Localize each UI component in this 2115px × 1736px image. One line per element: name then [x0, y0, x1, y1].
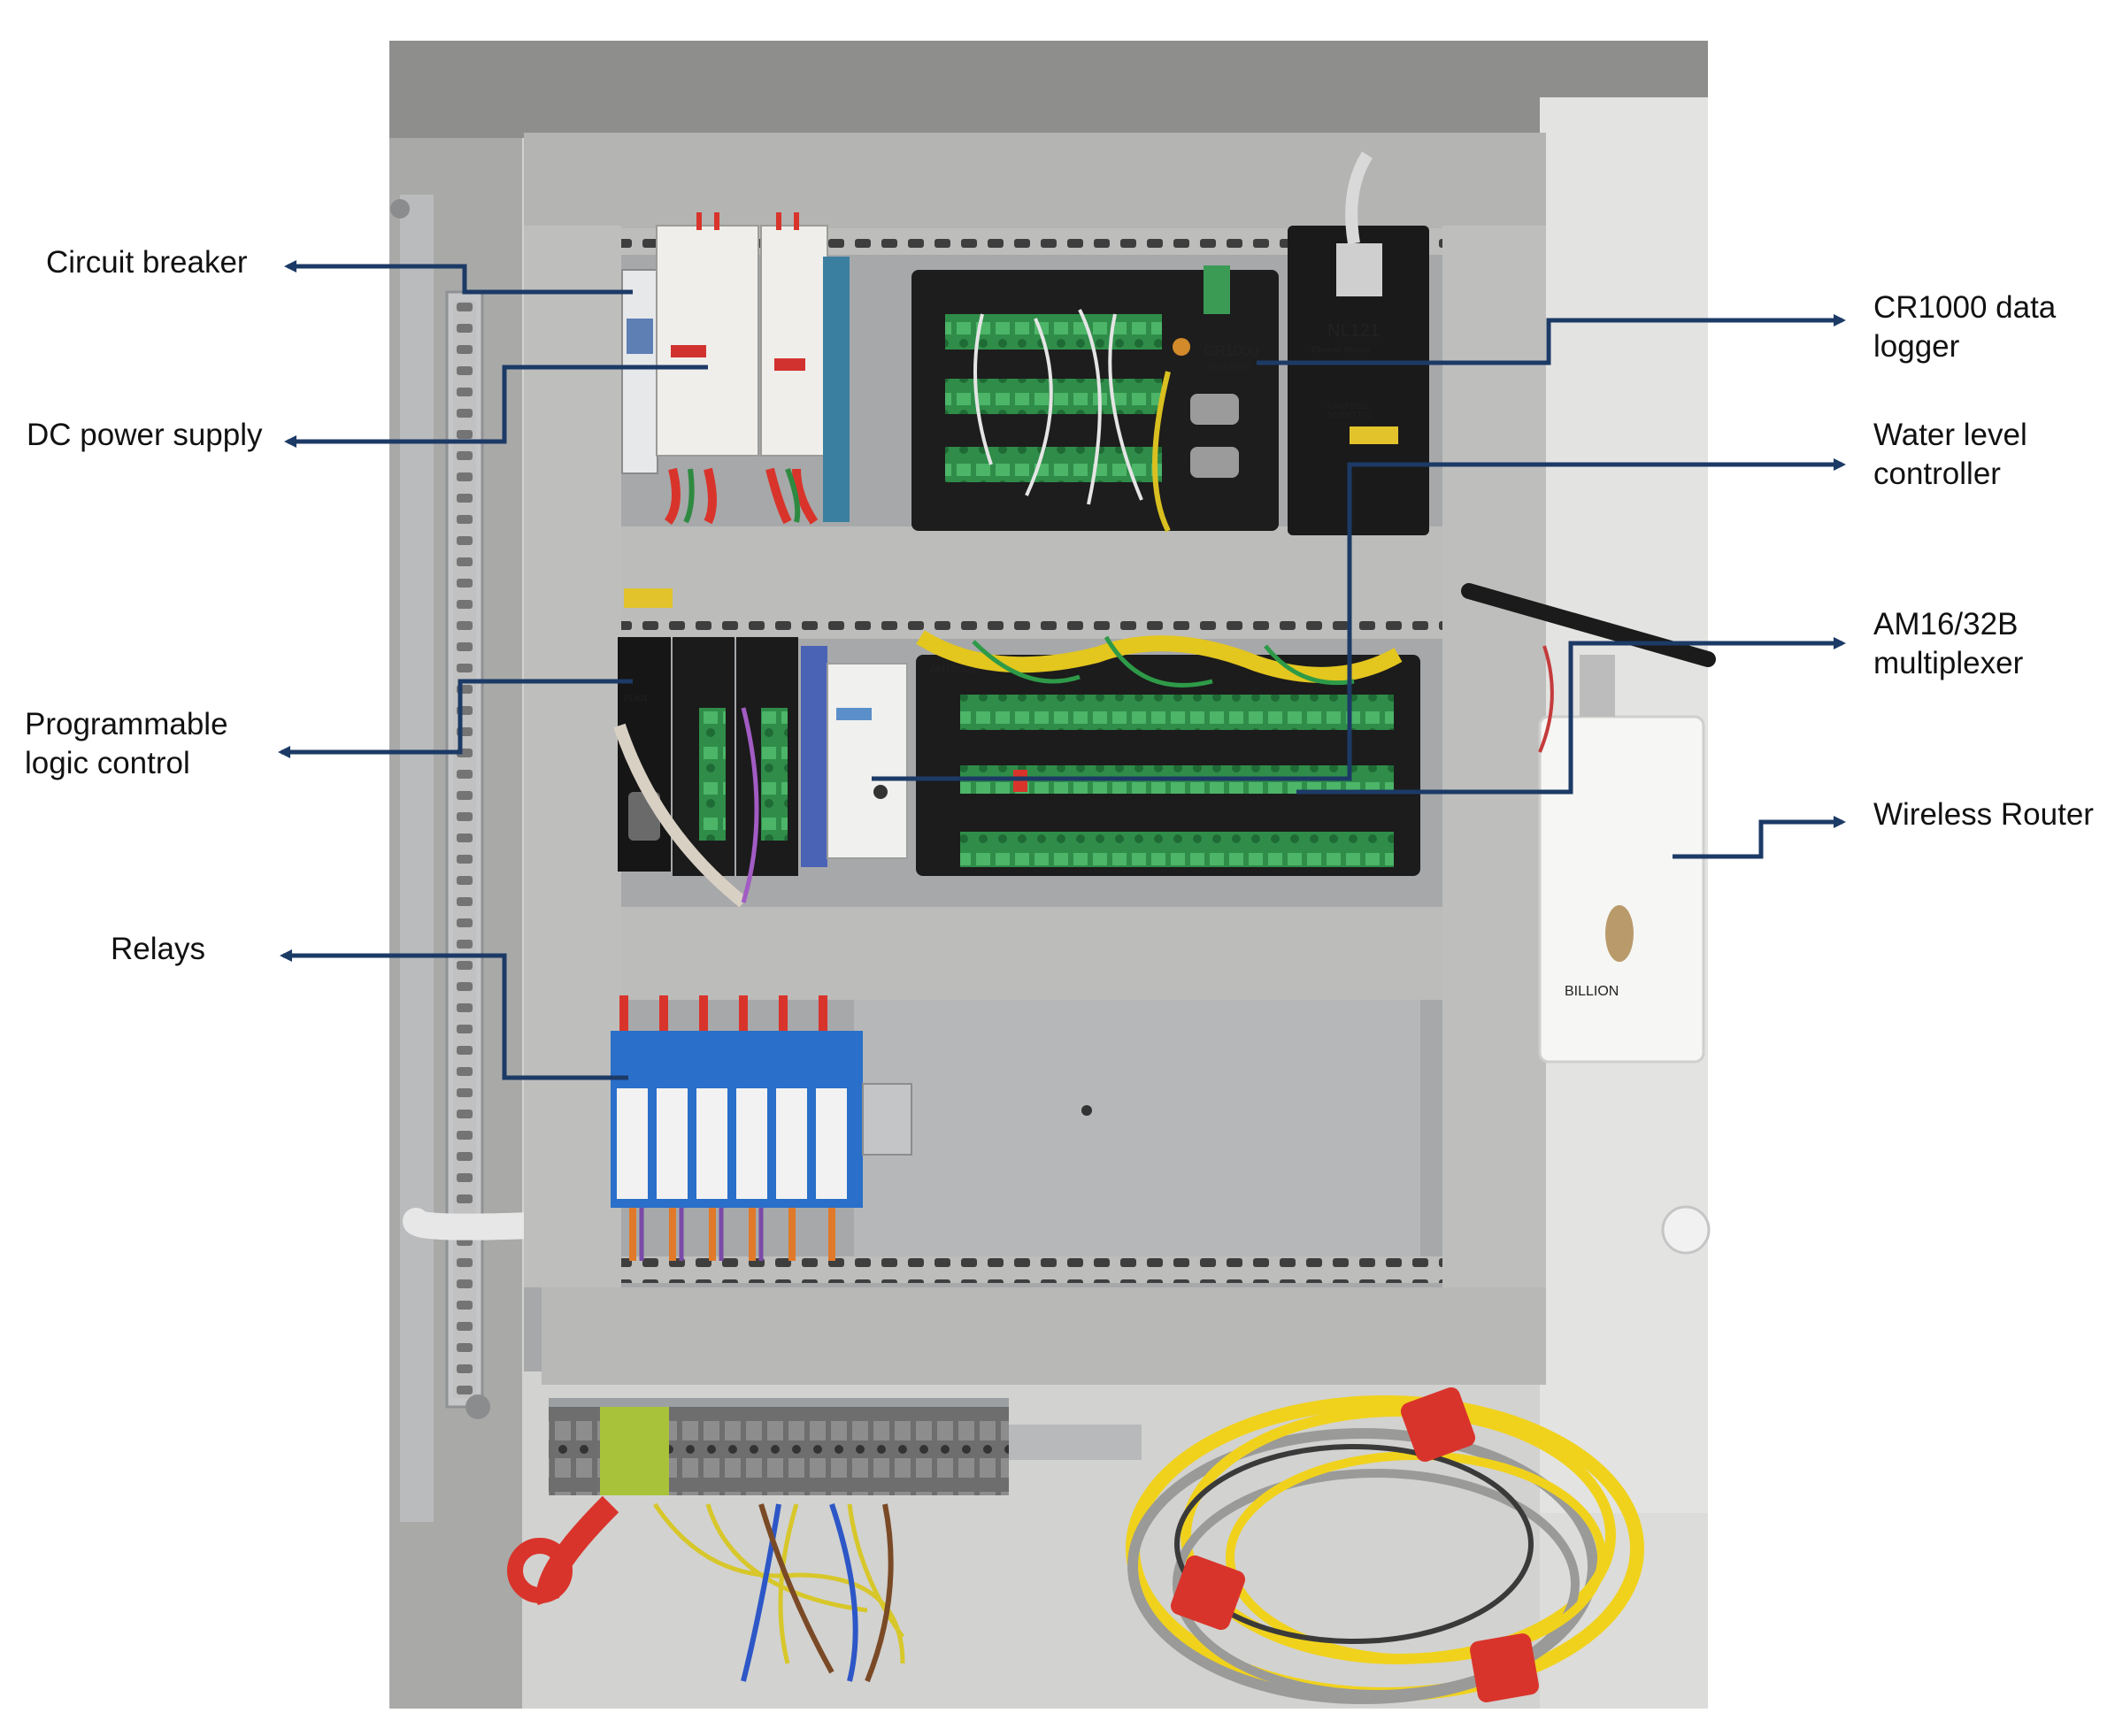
- label-cr1000-data-logger: CR1000 data logger: [1873, 290, 2057, 364]
- cr1000-subtitle: Wiring Panel: [1205, 363, 1250, 372]
- left-cable-duct: [524, 226, 621, 1287]
- arrow-water-level: [872, 458, 1846, 781]
- arrow-cr1000: [1257, 314, 1846, 365]
- wireless-router: [1538, 715, 1705, 1064]
- label-circuit-breaker: Circuit breaker: [46, 245, 248, 280]
- arrow-relays: [280, 949, 628, 1080]
- label-am16-multiplexer: AM16/32B multiplexer: [1873, 607, 2024, 680]
- power-supply-1: [656, 225, 759, 457]
- power-supply-2: [760, 225, 828, 457]
- middle-duct-2: [621, 907, 1442, 1000]
- router-brand: BILLION: [1565, 984, 1619, 999]
- water-level-controller: [827, 663, 908, 859]
- circuit-breaker: [621, 269, 658, 474]
- router-antenna: [1461, 583, 1716, 667]
- label-wireless-router: Wireless Router: [1873, 797, 2094, 832]
- arrow-router: [1673, 816, 1846, 859]
- bottom-duct: [542, 1287, 1546, 1385]
- plc-name: PLX01: [624, 694, 648, 703]
- top-shadow: [389, 41, 1708, 138]
- relay-bank: [611, 995, 863, 1261]
- label-programmable-logic-control: Programmable logic control: [25, 707, 228, 780]
- top-cable-duct: [524, 133, 1546, 230]
- left-din-rail: [400, 195, 434, 1522]
- nl121-name: NL121: [1327, 321, 1380, 341]
- nl121-module: [1288, 226, 1429, 535]
- arrow-circuit-breaker: [284, 260, 633, 295]
- empty-plate: [854, 1000, 1420, 1256]
- label-water-level-controller: Water level controller: [1873, 418, 2027, 491]
- label-relays: Relays: [111, 932, 205, 966]
- cable-coil: [1126, 1386, 1644, 1704]
- callout-arrows: [278, 260, 1846, 1080]
- arrow-plc: [278, 679, 633, 758]
- arrow-dc-power-supply: [284, 365, 708, 448]
- cr1000-name: CR1000: [1204, 342, 1258, 359]
- am16-name: AM16/32B: [929, 663, 979, 675]
- label-dc-power-supply: DC power supply: [27, 418, 263, 452]
- nl121-subtitle: Ethernet Module: [1311, 345, 1370, 354]
- arrow-multiplexer: [1296, 637, 1846, 795]
- middle-duct-1: [621, 526, 1442, 619]
- right-cable-duct: [1442, 226, 1546, 1287]
